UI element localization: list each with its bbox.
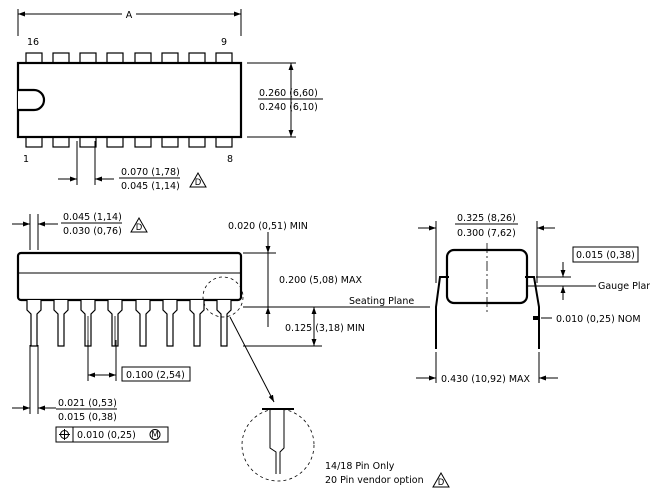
seating-plane-label: Seating Plane bbox=[349, 296, 414, 307]
side-view-body bbox=[16, 251, 243, 302]
end-view: 0.325 (8,26) 0.300 (7,62) Gauge Plane 0.… bbox=[416, 213, 650, 385]
height-label: 0.200 (5,08) MAX bbox=[279, 275, 362, 286]
note-d-letter: D bbox=[195, 178, 202, 188]
bottom-lead-stubs bbox=[25, 135, 233, 148]
pitch-min-label: 0.045 (1,14) bbox=[121, 181, 180, 192]
right-flared-lead bbox=[525, 276, 540, 349]
row-min-label: 0.300 (7,62) bbox=[457, 228, 516, 239]
note-d-triangle-icon bbox=[130, 216, 148, 233]
lead-width-max-label: 0.021 (0,53) bbox=[58, 398, 117, 409]
dim-a-gap bbox=[122, 8, 136, 20]
overall-width-label: 0.430 (10,92) MAX bbox=[441, 374, 531, 385]
detail-lead-outline bbox=[269, 410, 285, 474]
tolerance-value: 0.010 (0,25) bbox=[77, 430, 136, 441]
gauge-plane-label: Gauge Plane bbox=[598, 281, 650, 292]
tolerance-frame bbox=[55, 426, 169, 443]
pitch-max-label: 0.070 (1,78) bbox=[121, 167, 180, 178]
side-lead bbox=[162, 300, 178, 347]
pin-number-9: 9 bbox=[221, 37, 227, 48]
left-flared-lead bbox=[435, 276, 449, 349]
lead-detail: 14/18 Pin Only 20 Pin vendor option D bbox=[241, 408, 450, 488]
lead-length-label: 0.125 (3,18) MIN bbox=[285, 323, 365, 334]
side-lead bbox=[216, 300, 232, 347]
lead-thickness-mark bbox=[533, 316, 539, 320]
top-view-body bbox=[16, 61, 243, 139]
lead-width-min-label: 0.015 (0,38) bbox=[58, 412, 117, 423]
side-lead bbox=[189, 300, 205, 347]
gauge-value-box bbox=[572, 246, 639, 263]
pin-number-8: 8 bbox=[227, 154, 233, 165]
width-max-label: 0.260 (6,60) bbox=[259, 88, 318, 99]
side-view: 0.045 (1,14) 0.030 (0,76) D Seating Plan… bbox=[12, 212, 430, 443]
shoulder-min-label: 0.030 (0,76) bbox=[63, 226, 122, 237]
note-d-letter: D bbox=[136, 223, 143, 233]
note-d-letter: D bbox=[438, 478, 445, 488]
standoff-label: 0.020 (0,51) MIN bbox=[228, 221, 308, 232]
side-lead bbox=[53, 300, 69, 347]
shoulder-max-label: 0.045 (1,14) bbox=[63, 212, 122, 223]
side-lead bbox=[135, 300, 151, 347]
row-max-label: 0.325 (8,26) bbox=[457, 213, 516, 224]
pin-one-notch bbox=[18, 88, 46, 112]
note-d-triangle-icon bbox=[189, 171, 207, 188]
width-min-label: 0.240 (6,10) bbox=[259, 102, 318, 113]
mmc-modifier-letter: M bbox=[151, 431, 158, 441]
detail-note-line1: 14/18 Pin Only bbox=[325, 461, 395, 472]
note-d-triangle-icon bbox=[432, 471, 450, 488]
detail-note-line2: 20 Pin vendor option bbox=[325, 475, 424, 486]
dim-a-label: A bbox=[126, 10, 133, 21]
top-view: A 16 9 1 8 0.260 (6,60) 0.240 (6,10) 0.0… bbox=[16, 8, 323, 192]
pin-number-16: 16 bbox=[27, 37, 39, 48]
gauge-value-label: 0.015 (0,38) bbox=[576, 250, 635, 261]
side-view-leads bbox=[26, 300, 232, 347]
detail-leader-arrow bbox=[229, 316, 275, 403]
detail-circle bbox=[241, 408, 315, 482]
side-lead bbox=[26, 300, 42, 347]
mmc-modifier-icon bbox=[149, 429, 161, 440]
detail-callout-circle bbox=[202, 276, 244, 318]
pin-number-1: 1 bbox=[23, 154, 29, 165]
pitch-box bbox=[121, 366, 191, 382]
pitch-label: 0.100 (2,54) bbox=[126, 370, 185, 381]
lead-thickness-label: 0.010 (0,25) NOM bbox=[556, 314, 641, 325]
